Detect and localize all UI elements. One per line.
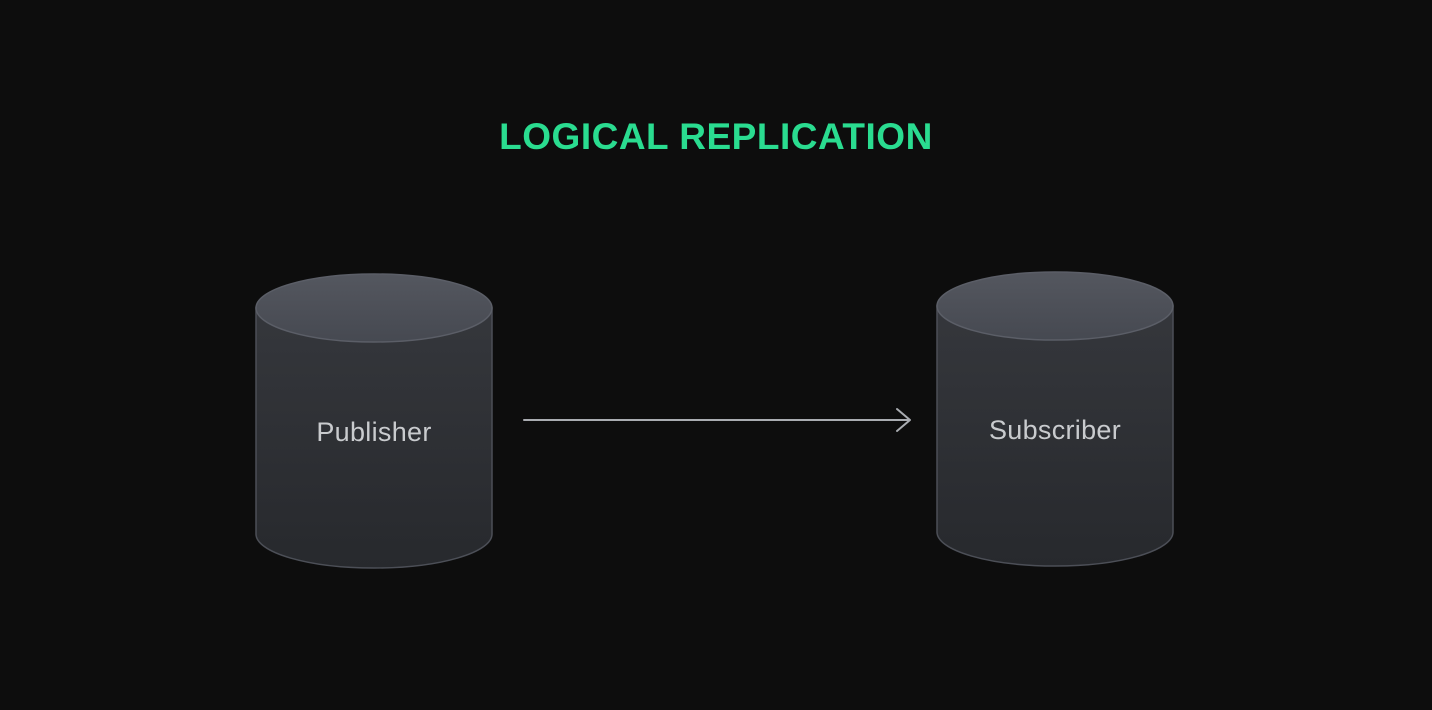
database-cylinder-icon: [255, 273, 493, 569]
diagram-title: LOGICAL REPLICATION: [499, 116, 933, 157]
subscriber-node: Subscriber: [935, 269, 1175, 569]
replication-arrow: [523, 408, 911, 432]
publisher-node: Publisher: [254, 271, 494, 571]
database-cylinder-icon: [936, 271, 1174, 567]
